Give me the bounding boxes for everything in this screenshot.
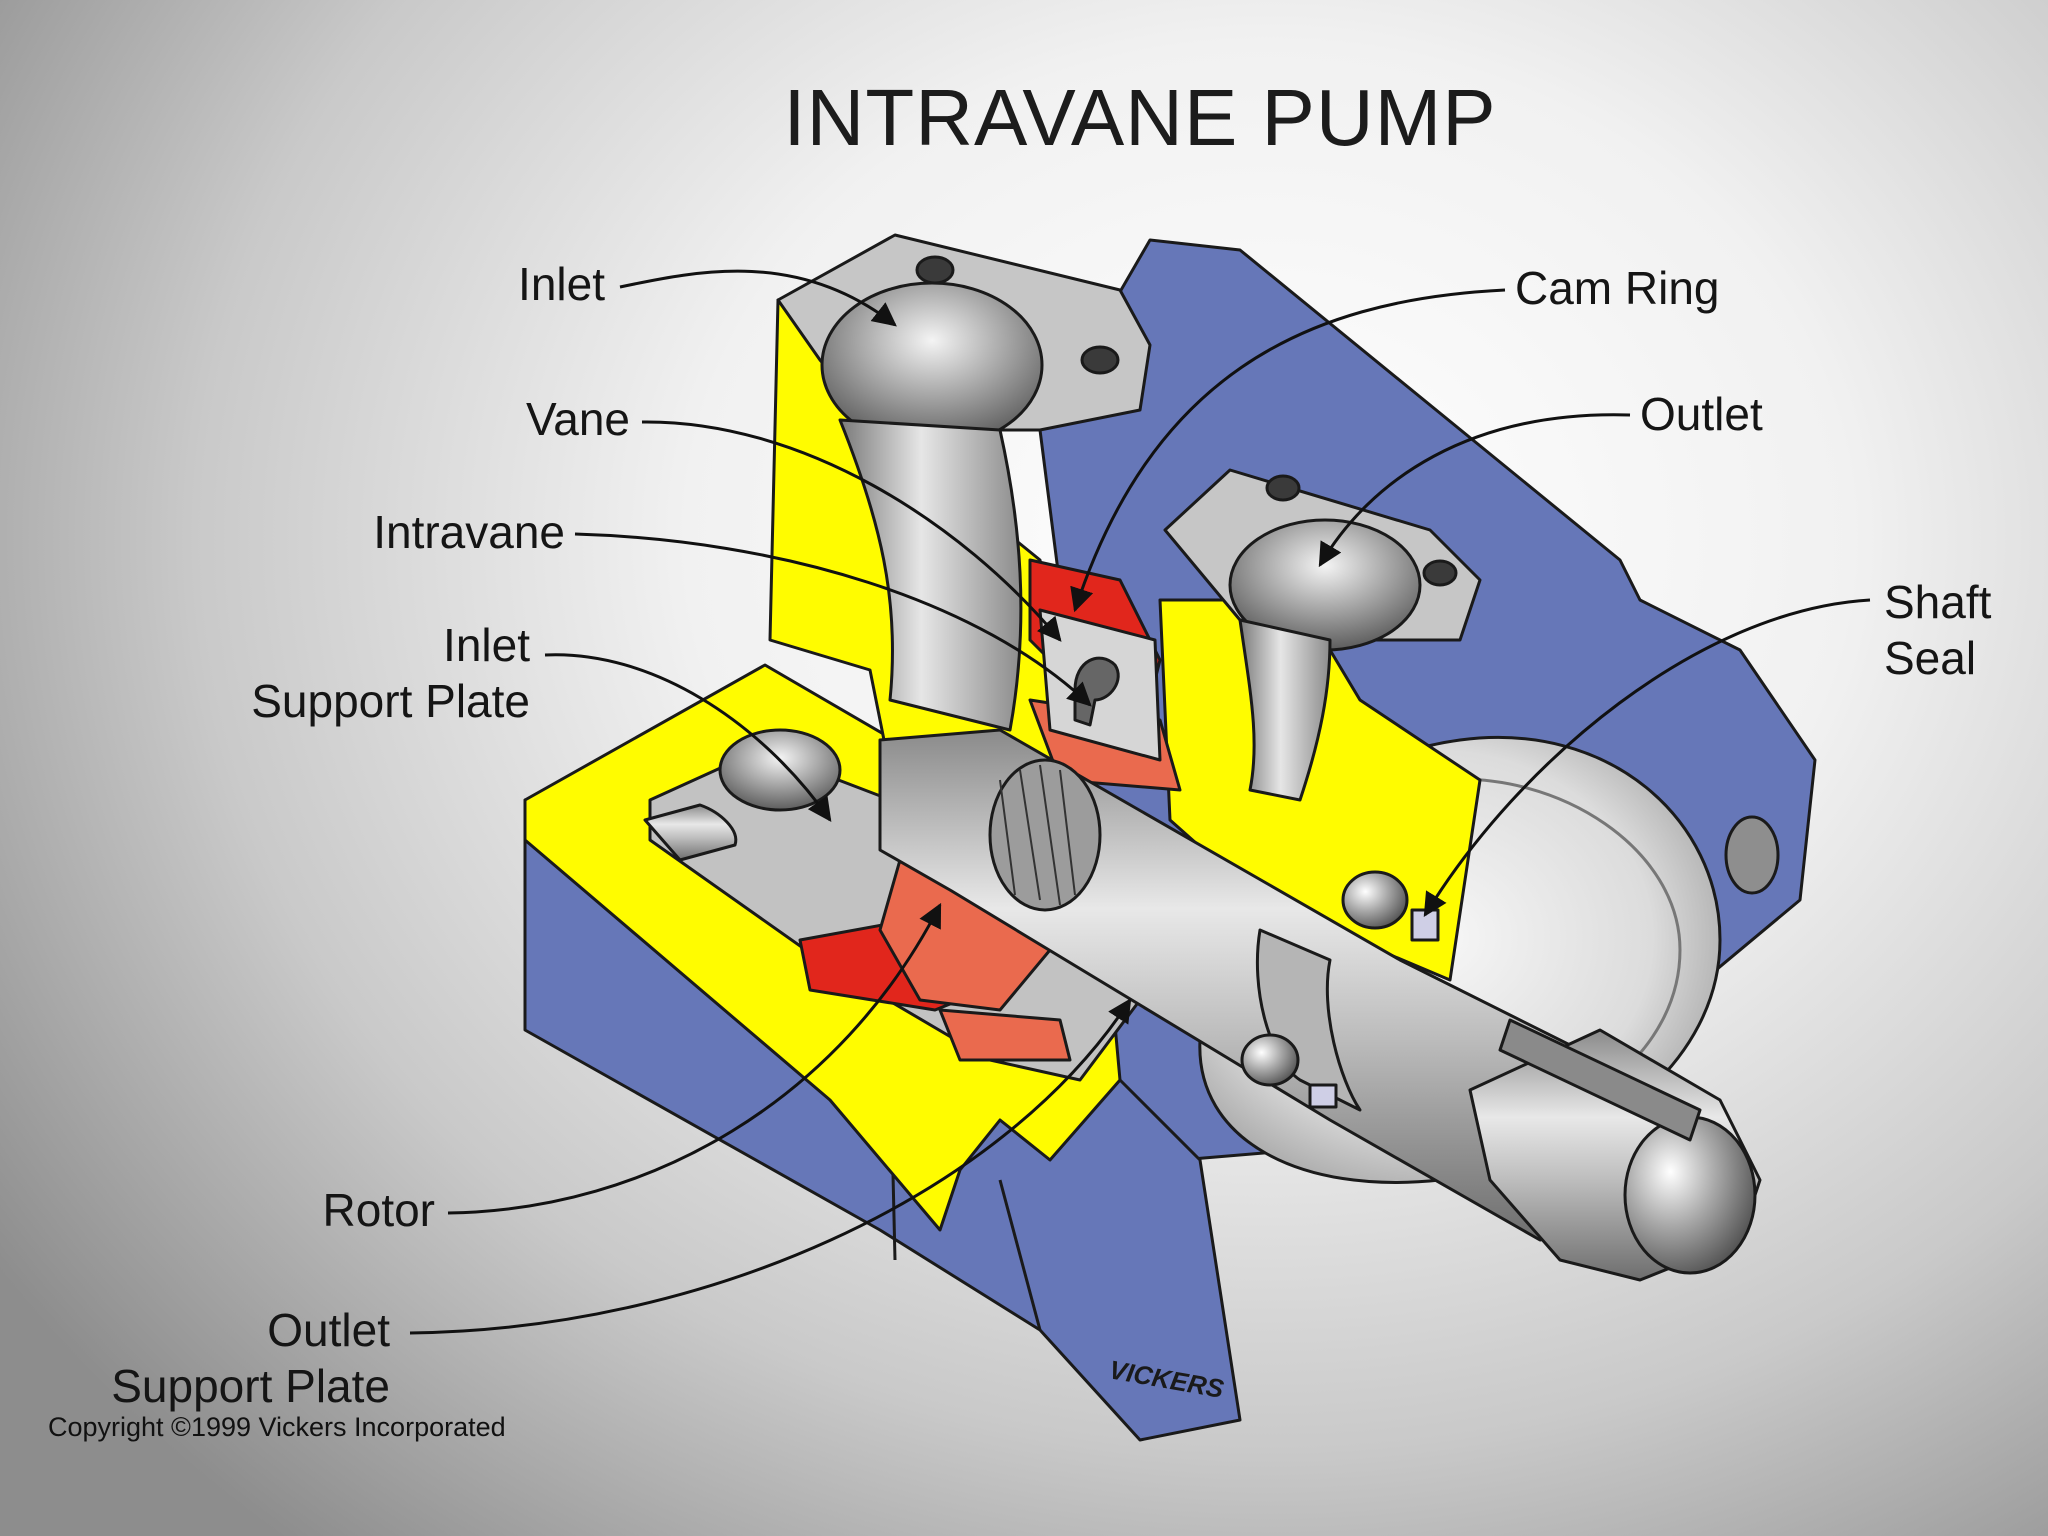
locating-pin bbox=[643, 803, 738, 862]
leader-intravane bbox=[574, 532, 1092, 707]
bolt-hole bbox=[1080, 345, 1120, 375]
label-line: Support Plate bbox=[251, 675, 530, 727]
leader-rotor bbox=[447, 902, 942, 1215]
bolt-hole bbox=[915, 255, 955, 285]
label-rotor: Rotor bbox=[322, 1184, 435, 1236]
bolt-hole bbox=[1422, 559, 1458, 587]
label-inlet: Inlet bbox=[518, 258, 605, 310]
leader-outlet bbox=[1318, 413, 1631, 568]
shaft-seal bbox=[1308, 1083, 1338, 1109]
label-outlet: Outlet bbox=[1640, 388, 1763, 440]
outlet-passage bbox=[1238, 618, 1332, 802]
leader-cam-ring bbox=[1070, 288, 1506, 613]
label-inlet-support-plate: Inlet Support Plate bbox=[180, 617, 530, 729]
inlet-passage bbox=[838, 418, 1023, 732]
bolt-hole bbox=[1265, 474, 1301, 502]
leader-vane bbox=[641, 420, 1062, 642]
bearing-ball bbox=[1341, 870, 1409, 930]
housing-edge bbox=[998, 1179, 1042, 1331]
label-outlet-support-plate: Outlet Support Plate bbox=[60, 1302, 390, 1414]
label-vane: Vane bbox=[525, 393, 630, 445]
shaft-seal bbox=[1410, 908, 1440, 942]
intravane-slot bbox=[1073, 656, 1120, 727]
keyway bbox=[1498, 1018, 1702, 1142]
label-line: Inlet bbox=[443, 619, 530, 671]
label-line: Outlet bbox=[267, 1304, 390, 1356]
leader-inlet-support-plate bbox=[544, 653, 832, 822]
inner-bore bbox=[718, 728, 842, 812]
label-cam-ring: Cam Ring bbox=[1515, 262, 1720, 314]
mounting-hole bbox=[1724, 815, 1780, 895]
page-title: INTRAVANE PUMP bbox=[783, 73, 1497, 162]
label-intravane: Intravane bbox=[373, 506, 565, 558]
rotor-segment bbox=[938, 1008, 1072, 1062]
copyright-notice: Copyright ©1999 Vickers Incorporated bbox=[48, 1412, 506, 1442]
leader-outlet-support-plate bbox=[409, 997, 1132, 1335]
leader-shaft-seal bbox=[1423, 598, 1871, 918]
bearing-ball bbox=[1240, 1033, 1300, 1087]
leader-inlet bbox=[619, 269, 897, 327]
label-shaft-seal: Shaft Seal bbox=[1884, 574, 1991, 686]
label-line: Seal bbox=[1884, 632, 1977, 684]
label-line: Shaft bbox=[1884, 576, 1992, 628]
spline-teeth bbox=[999, 764, 1076, 906]
label-line: Support Plate bbox=[111, 1360, 390, 1412]
